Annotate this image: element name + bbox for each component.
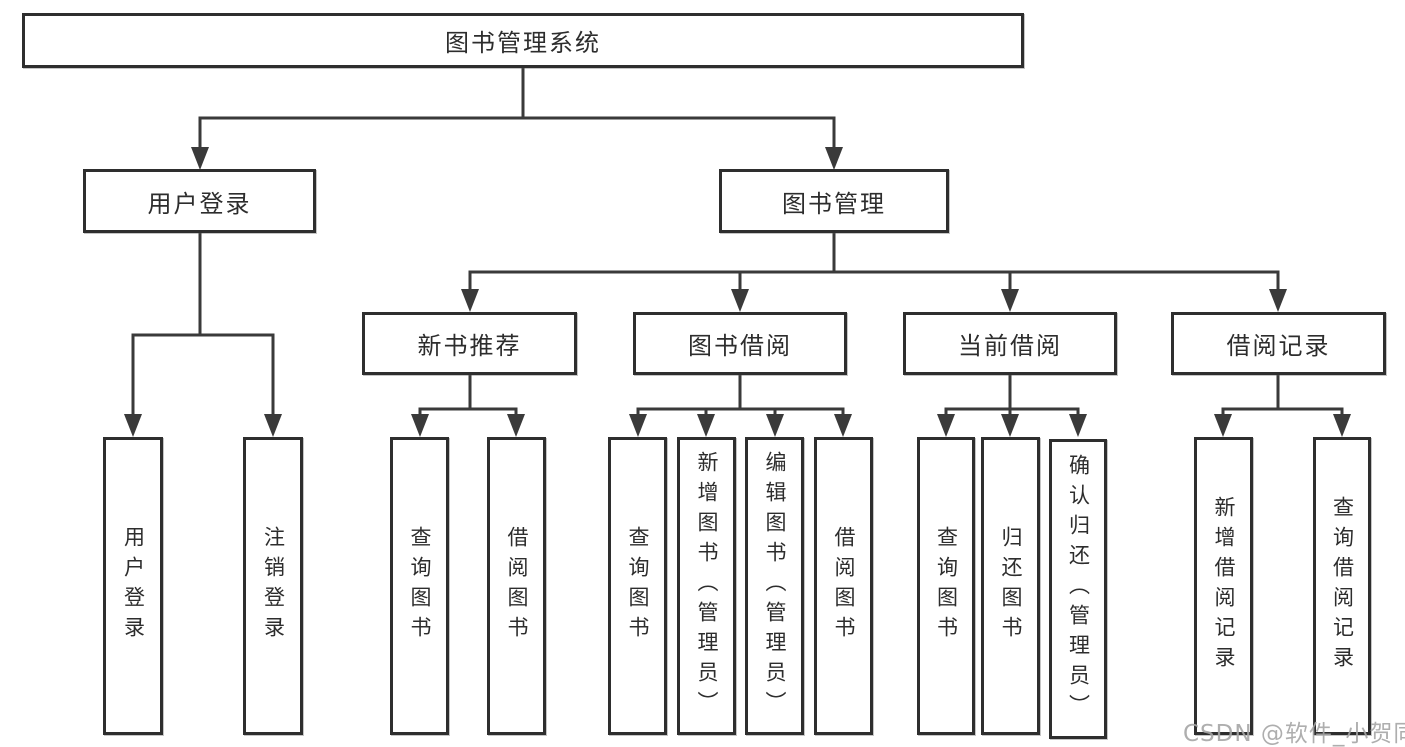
arrowhead	[825, 147, 843, 170]
arrowhead	[264, 414, 282, 437]
arrowhead	[697, 414, 715, 437]
leaf-label: 注销登录	[261, 526, 286, 646]
leaf-label: 归还图书	[999, 526, 1023, 646]
leaf-query-books-borrow: 查询图书	[608, 437, 667, 735]
node-root-label: 图书管理系统	[445, 29, 601, 57]
leaf-add-book-admin: 新增图书（管理员）	[677, 437, 736, 735]
node-label: 借阅记录	[1226, 332, 1331, 360]
arrowhead	[629, 414, 647, 437]
leaf-label: 查询图书	[934, 526, 959, 646]
leaf-label: 编辑图书（管理员）	[763, 451, 787, 721]
leaf-query-borrow-record: 查询借阅记录	[1313, 437, 1371, 735]
leaf-user-login: 用户登录	[103, 437, 163, 735]
leaf-query-books-recommend: 查询图书	[390, 437, 449, 735]
leaf-label: 用户登录	[121, 526, 146, 646]
node-new-book-recommend: 新书推荐	[362, 312, 577, 375]
arrowhead	[1269, 289, 1287, 312]
leaf-label: 借阅图书	[505, 526, 529, 646]
leaf-label: 借阅图书	[832, 526, 856, 646]
leaf-label: 新增借阅记录	[1212, 496, 1236, 676]
arrowhead	[507, 414, 525, 437]
arrowhead	[461, 289, 479, 312]
node-label: 图书管理	[782, 189, 886, 218]
arrowheads	[124, 147, 1351, 437]
leaf-borrow-books: 借阅图书	[814, 437, 873, 735]
arrowhead	[1214, 414, 1232, 437]
csdn-watermark: CSDN @软件_小贺同学	[1183, 721, 1405, 747]
leaf-query-books-current: 查询图书	[917, 437, 975, 735]
node-user-login-branch: 用户登录	[83, 169, 316, 233]
arrowhead	[1001, 414, 1019, 437]
arrowhead	[937, 414, 955, 437]
arrowhead	[1001, 289, 1019, 312]
node-current-borrow: 当前借阅	[903, 312, 1117, 375]
leaf-add-borrow-record: 新增借阅记录	[1194, 437, 1253, 735]
leaf-label: 确认归还（管理员）	[1066, 454, 1091, 724]
arrowhead	[766, 414, 784, 437]
arrowhead	[411, 414, 429, 437]
leaf-label: 查询图书	[408, 526, 432, 646]
arrowhead	[731, 289, 749, 312]
arrowhead	[191, 147, 209, 170]
node-label: 新书推荐	[417, 332, 522, 360]
tree-edges	[131, 68, 1344, 417]
node-book-borrow: 图书借阅	[633, 312, 847, 375]
node-label: 用户登录	[147, 189, 252, 218]
arrowhead	[1333, 414, 1351, 437]
node-book-management-branch: 图书管理	[719, 169, 949, 233]
leaf-confirm-return-admin: 确认归还（管理员）	[1049, 439, 1107, 739]
leaf-label: 查询图书	[626, 526, 650, 646]
node-label: 当前借阅	[958, 332, 1062, 360]
leaf-label: 新增图书（管理员）	[695, 451, 719, 721]
leaf-edit-book-admin: 编辑图书（管理员）	[745, 437, 804, 735]
leaf-logout: 注销登录	[243, 437, 303, 735]
leaf-label: 查询借阅记录	[1330, 496, 1355, 676]
node-label: 图书借阅	[688, 332, 792, 360]
node-borrow-records: 借阅记录	[1171, 312, 1386, 375]
leaf-return-book: 归还图书	[981, 437, 1040, 735]
arrowhead	[124, 414, 142, 437]
node-root: 图书管理系统	[22, 13, 1024, 68]
leaf-borrow-books-recommend: 借阅图书	[487, 437, 546, 735]
arrowhead	[834, 414, 852, 437]
arrowhead	[1069, 414, 1087, 437]
